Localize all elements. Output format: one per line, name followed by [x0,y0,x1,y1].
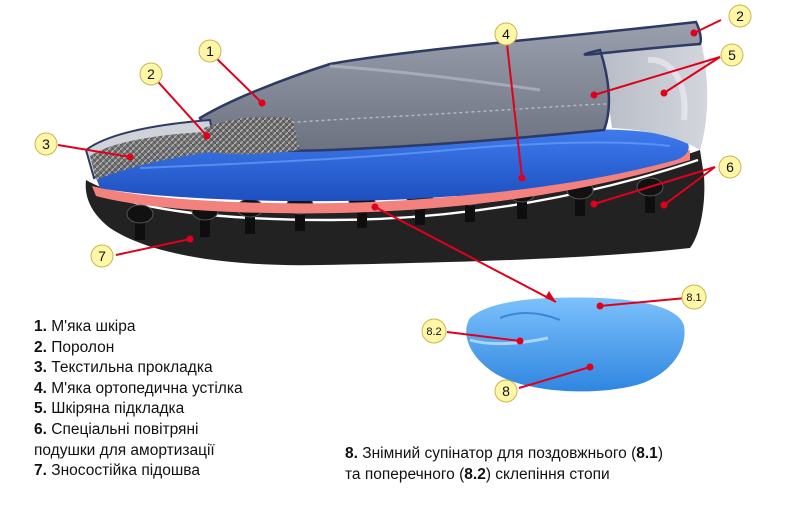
foam-padding [204,116,300,155]
legend-item-7: 7. Зносостійка підошва [34,462,200,480]
air-cushion-stem [415,199,425,225]
callout-4-label: 4 [502,26,510,42]
callout-4: 4 [494,22,518,46]
legend-item-6-continued: подушки для амортизації [34,441,215,459]
callout-6: 6 [718,155,742,179]
callout-1: 1 [198,39,222,63]
callout-2b-label: 2 [736,8,744,24]
callout-7: 7 [90,244,114,268]
callout-2-foam: 2 [139,62,163,86]
textile-lining [90,132,210,180]
callout-8-label: 8 [502,383,510,399]
air-cushion-stem [465,196,475,222]
legend-item-5: 5. Шкіряна підкладка [34,400,185,418]
callout-7-label: 7 [98,248,106,264]
air-cushion-stem [295,205,305,231]
leather-lining [600,24,708,150]
air-cushion-stem [245,208,255,234]
legend-item-4: 4. М'яка ортопедична устілка [34,379,243,397]
arch-support-note: 8. Знімний супінатор для поздовжнього (8… [345,443,785,485]
callout-8-1: 8.1 [681,284,707,310]
air-cushion-stem [645,187,655,213]
callout-5-label: 5 [728,47,736,63]
air-cushion-stem [575,190,585,216]
soft-leather-upper [198,20,703,152]
air-cushion-stem [517,193,527,219]
legend: 1. М'яка шкіра 2. Поролон 3. Текстильна … [34,317,334,482]
callout-8: 8 [494,379,518,403]
note-line-2: та поперечного (8.2) склепіння стопи [345,466,610,483]
arch-support [466,297,685,392]
callout-3-label: 3 [42,136,50,152]
orthopedic-insole [96,129,689,202]
air-cushion [126,204,154,224]
air-cushion-stem [135,214,145,240]
legend-item-6: 6. Спеціальні повітряні [34,420,199,438]
callout-82-label: 8.2 [426,326,441,338]
legend-item-1: 1. М'яка шкіра [34,318,136,335]
callout-2-heel: 2 [728,4,752,28]
callout-1-label: 1 [206,43,214,59]
callout-81-label: 8.1 [686,292,701,304]
callout-6-label: 6 [726,159,734,175]
legend-item-2: 2. Поролон [34,338,115,356]
outsole [85,150,705,266]
callout-lines [57,19,722,389]
air-cushion-stem [357,202,367,228]
note-line-1: 8. Знімний супінатор для поздовжнього (8… [345,445,663,462]
legend-item-3: 3. Текстильна прокладка [34,359,213,377]
air-cushion-stem [200,211,210,237]
callout-8-2: 8.2 [421,318,447,344]
callout-2a-label: 2 [147,66,155,82]
callout-3: 3 [34,132,58,156]
callout-5: 5 [720,43,744,67]
